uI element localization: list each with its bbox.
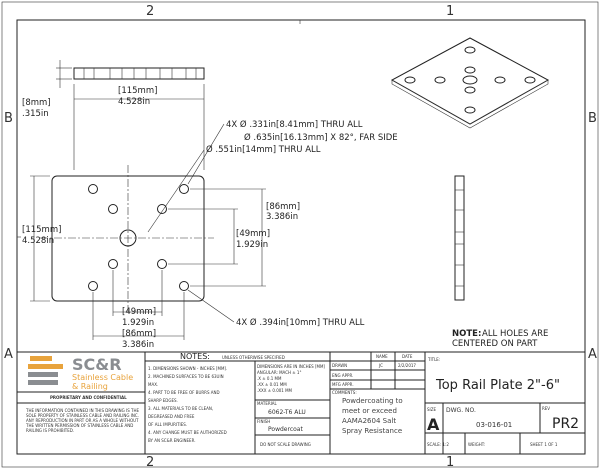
logo-line1: Stainless Cable (72, 373, 133, 382)
svg-text:2. MACHINED SURFACES TO BE 63U: 2. MACHINED SURFACES TO BE 63UIN (148, 374, 224, 379)
dim-width-mm: [115mm] (118, 86, 157, 96)
svg-text:ANY REPRODUCTION IN PART OR AS: ANY REPRODUCTION IN PART OR AS A WHOLE W… (26, 418, 139, 423)
svg-text:BY AN SC&R ENGINEER.: BY AN SC&R ENGINEER. (148, 438, 196, 443)
logo-line2: & Railing (72, 382, 108, 391)
note-label: NOTE: (452, 329, 481, 339)
zone-label: B (588, 111, 597, 126)
zone-label: A (4, 347, 13, 362)
dim-bottom-outer-in: 3.386in (122, 340, 154, 350)
drawn-date: 2/2/2017 (398, 363, 416, 368)
notes-title: NOTES: (180, 352, 210, 361)
weight: WEIGHT: (468, 442, 485, 447)
scale: SCALE: 1:2 (427, 442, 449, 447)
isometric-view (390, 37, 550, 129)
svg-text:4. PART TO BE FREE OF BURRS AN: 4. PART TO BE FREE OF BURRS AND (148, 390, 220, 395)
eng-appr-label: ENG APPR. (332, 373, 353, 378)
dim-right-inner-in: 1.929in (236, 240, 268, 250)
note-text: CENTERED ON PART (452, 339, 538, 349)
date-header: DATE (402, 354, 413, 359)
dim-right-inner-mm: [49mm] (236, 229, 270, 239)
dim-bottom-inner-mm: [49mm] (122, 307, 156, 317)
svg-text:THE WRITTEN PERMISSION OF STAI: THE WRITTEN PERMISSION OF STAINLESS CABL… (25, 423, 133, 428)
rev-label: REV (542, 406, 550, 411)
side-view (454, 175, 465, 301)
zone-label: 1 (446, 4, 454, 19)
svg-text:Spray Resistance: Spray Resistance (342, 427, 402, 435)
dim-thickness-mm: [8mm] (22, 98, 51, 108)
sheet: SHEET 1 OF 1 (530, 442, 558, 447)
svg-text:3. ALL MATERIALS TO BE CLEAN,: 3. ALL MATERIALS TO BE CLEAN, (148, 406, 213, 411)
comments: Powdercoating to meet or exceed AAMA2604… (342, 397, 403, 435)
finish-value: Powdercoat (268, 426, 303, 433)
dim-right-outer-mm: [86mm] (266, 202, 300, 212)
dwg-no: 03-016-01 (476, 421, 512, 429)
zone-label: A (588, 347, 597, 362)
proprietary-text: THE INFORMATION CONTAINED IN THIS DRAWIN… (25, 408, 139, 433)
drawn-label: DRAWN (332, 363, 347, 368)
svg-text:SOLE PROPERTY OF STAINLESS CAB: SOLE PROPERTY OF STAINLESS CABLE AND RAI… (26, 413, 139, 418)
svg-text:.XX ± 0.01 MM: .XX ± 0.01 MM (257, 382, 287, 387)
dwg-no-label: DWG. NO. (446, 407, 476, 414)
note-text: ALL HOLES ARE (482, 329, 548, 339)
zone-label: 1 (446, 455, 454, 469)
svg-text:AAMA2604 Salt: AAMA2604 Salt (342, 417, 396, 425)
company-logo: SC&R Stainless Cable & Railing (28, 355, 133, 391)
svg-text:SHARP EDGES.: SHARP EDGES. (148, 398, 178, 403)
svg-text:THE INFORMATION CONTAINED IN T: THE INFORMATION CONTAINED IN THIS DRAWIN… (25, 408, 139, 413)
rev-value: PR2 (552, 416, 579, 432)
title-block (17, 351, 585, 454)
zone-label: 2 (146, 4, 154, 19)
notes-list: 1. DIMENSIONS SHOWN - INCHES [MM]. 2. MA… (148, 366, 227, 443)
svg-text:ANGULAR: MACH ± 1°: ANGULAR: MACH ± 1° (257, 370, 301, 375)
dim-width-in: 4.528in (118, 97, 150, 107)
size-value: A (427, 415, 440, 434)
svg-text:DEGREASED AND FREE: DEGREASED AND FREE (148, 414, 195, 419)
tolerances: DIMENSIONS ARE IN INCHES [MM] ANGULAR: M… (257, 364, 325, 393)
title-label: TITLE: (427, 357, 440, 362)
size-label: SIZE (427, 407, 436, 412)
do-not-scale: DO NOT SCALE DRAWING (260, 442, 311, 447)
logo-name: SC&R (72, 355, 122, 374)
svg-text:4. ANY CHANGE MUST BE AUTHORIZ: 4. ANY CHANGE MUST BE AUTHORIZED (148, 430, 227, 435)
dim-right-outer-in: 3.386in (266, 212, 298, 222)
dim-bottom-inner-in: 1.929in (122, 318, 154, 328)
material-label: MATERIAL (257, 401, 278, 406)
dim-height-mm: [115mm] (22, 225, 61, 235)
proprietary-heading: PROPRIETARY AND CONFIDENTIAL (50, 395, 127, 400)
callout-small-holes: 4X Ø .331in[8.41mm] THRU ALL (226, 119, 363, 130)
svg-text:MAX.: MAX. (148, 382, 158, 387)
svg-text:1. DIMENSIONS SHOWN - INCHES [: 1. DIMENSIONS SHOWN - INCHES [MM]. (148, 366, 227, 371)
svg-text:.X ± 0.1 MM: .X ± 0.1 MM (257, 376, 282, 381)
svg-text:Powdercoating to: Powdercoating to (342, 397, 403, 405)
dim-thickness-in: .315in (22, 109, 49, 119)
notes-subtitle: UNLESS OTHERWISE SPECIFIED (222, 355, 285, 360)
svg-text:OF ALL IMPURITIES.: OF ALL IMPURITIES. (148, 422, 187, 427)
front-view-plate (40, 165, 214, 312)
dim-height-in: 4.528in (22, 236, 54, 246)
comments-label: COMMENTS: (332, 390, 357, 395)
svg-text:meet or exceed: meet or exceed (342, 407, 397, 415)
svg-text:DIMENSIONS ARE IN INCHES [MM]: DIMENSIONS ARE IN INCHES [MM] (257, 364, 325, 369)
callout-center-hole: Ø .551in[14mm] THRU ALL (206, 144, 321, 155)
top-edge-view (56, 60, 205, 88)
dim-bottom-outer-mm: [86mm] (122, 329, 156, 339)
svg-text:RAILING IS PROHIBITED.: RAILING IS PROHIBITED. (26, 428, 74, 433)
mfg-appr-label: MFG APPR. (332, 382, 354, 387)
name-header: NAME (376, 354, 388, 359)
callout-outer-holes: 4X Ø .394in[10mm] THRU ALL (236, 317, 365, 328)
zone-label: 2 (146, 455, 154, 469)
svg-text:.XXX ± 0.001 MM: .XXX ± 0.001 MM (257, 388, 293, 393)
callout-countersink: Ø .635in[16.13mm] X 82°, FAR SIDE (244, 132, 398, 143)
zone-label: B (4, 111, 13, 126)
drawing-title: Top Rail Plate 2"-6" (435, 378, 560, 393)
material-value: 6062-T6 ALU (268, 409, 306, 416)
finish-label: FINISH (257, 419, 270, 424)
drawn-name: JC (378, 363, 383, 368)
